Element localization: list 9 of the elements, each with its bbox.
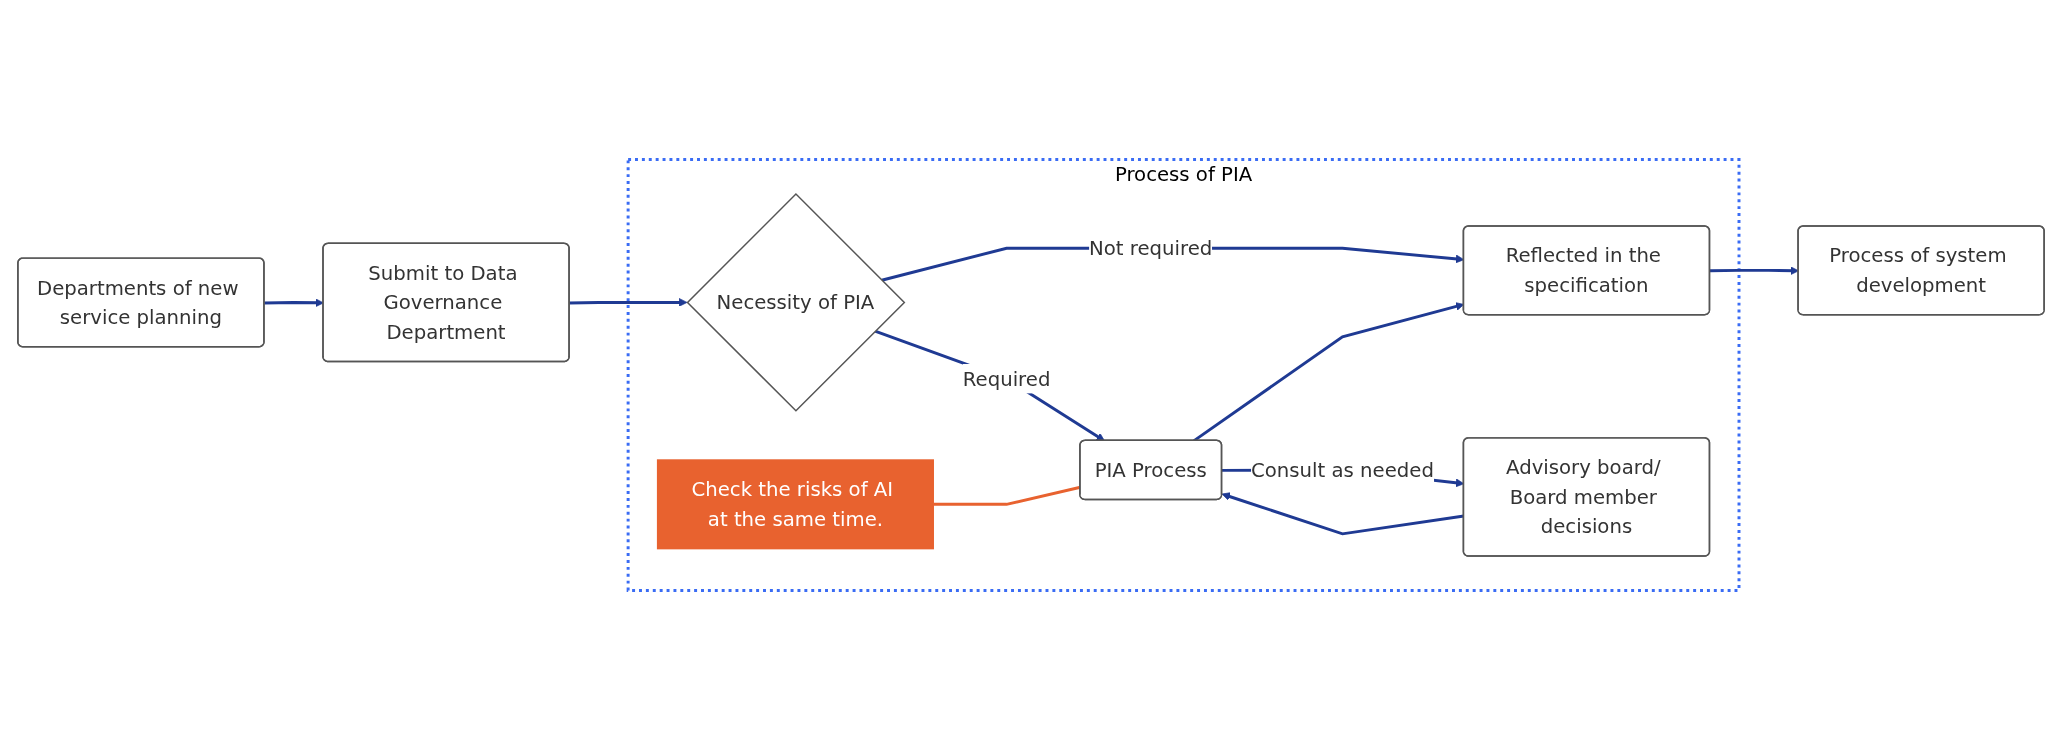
edge-label: Required — [962, 366, 1051, 391]
node-diamond: Necessity of PIA — [686, 192, 906, 412]
node-box: Check the risks of AI at the same time. — [656, 459, 934, 550]
edge-label: Not required — [1089, 236, 1213, 261]
arrow — [874, 329, 1105, 442]
arrow — [1709, 266, 1799, 276]
edge-label: Consult as needed — [1251, 458, 1434, 482]
arrow — [264, 298, 324, 308]
arrow — [569, 298, 688, 307]
